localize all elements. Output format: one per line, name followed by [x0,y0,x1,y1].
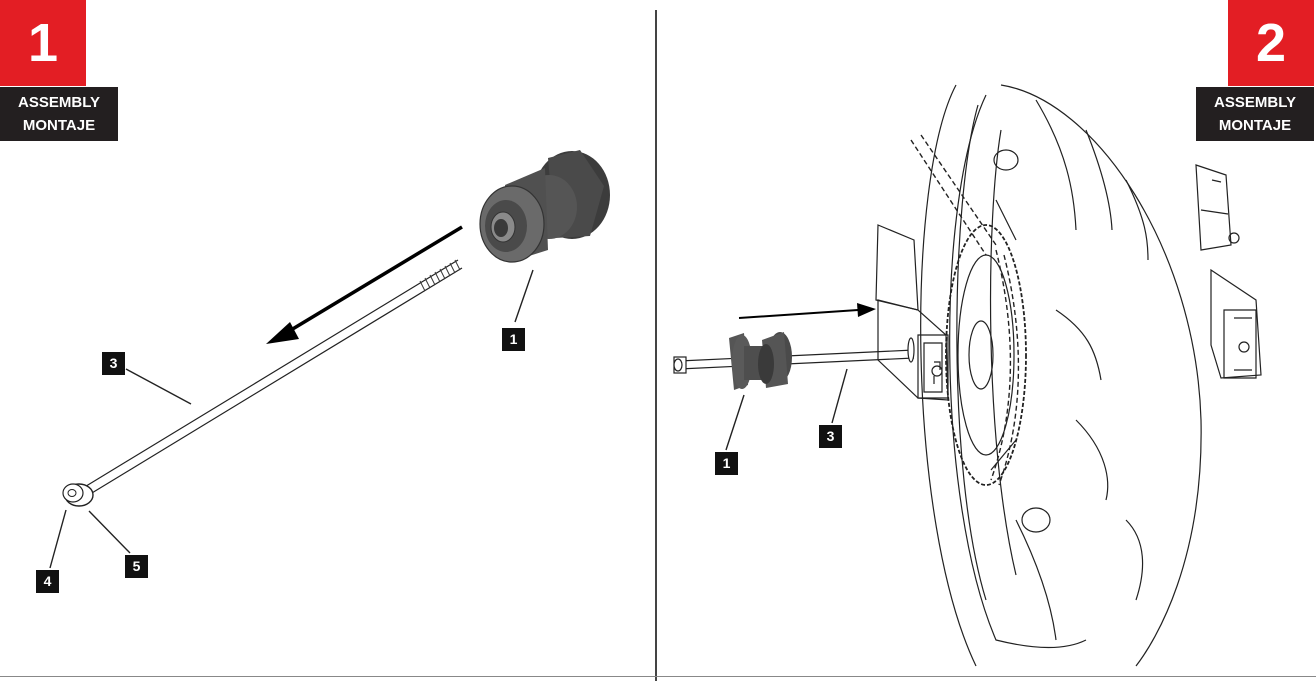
callout-cap: 4 [36,570,59,593]
leader-lines [49,269,534,569]
caliper-assembly [1195,164,1262,379]
step-title-label: ASSEMBLY MONTAJE [0,87,118,141]
direction-arrow [266,225,463,344]
direction-arrow [738,303,876,319]
wheel-rim [956,104,1051,601]
step-1-illustration [49,150,610,569]
callout-spool: 1 [502,328,525,351]
step-1-panel: 1 ASSEMBLY MONTAJE 1 3 4 5 [0,0,655,681]
callout-spool: 1 [715,452,738,475]
step-title-line-2: MONTAJE [1218,117,1292,134]
step-title-label: ASSEMBLY MONTAJE [1196,87,1314,141]
step-2-illustration [673,84,1262,667]
bolt-head [62,483,94,507]
spool-part [479,150,610,263]
step-number-badge: 1 [0,0,86,86]
callout-bolt: 3 [819,425,842,448]
panel-divider [655,10,657,681]
callout-washer: 5 [125,555,148,578]
swingarm [875,224,949,401]
spool-part [729,332,792,390]
bolt-shaft [673,337,915,374]
bottom-rule [0,676,1316,677]
bolt-shaft [77,259,463,500]
step-title-line-1: ASSEMBLY [18,94,100,111]
callout-bolt: 3 [102,352,125,375]
sprocket [945,224,1027,486]
drive-chain [910,134,1020,486]
step-title-line-1: ASSEMBLY [1214,94,1296,111]
tire-outline [920,84,1202,667]
leader-lines [725,368,848,451]
step-2-panel: 2 ASSEMBLY MONTAJE 1 3 [656,0,1316,681]
step-title-line-2: MONTAJE [22,117,96,134]
step-number-badge: 2 [1228,0,1314,86]
